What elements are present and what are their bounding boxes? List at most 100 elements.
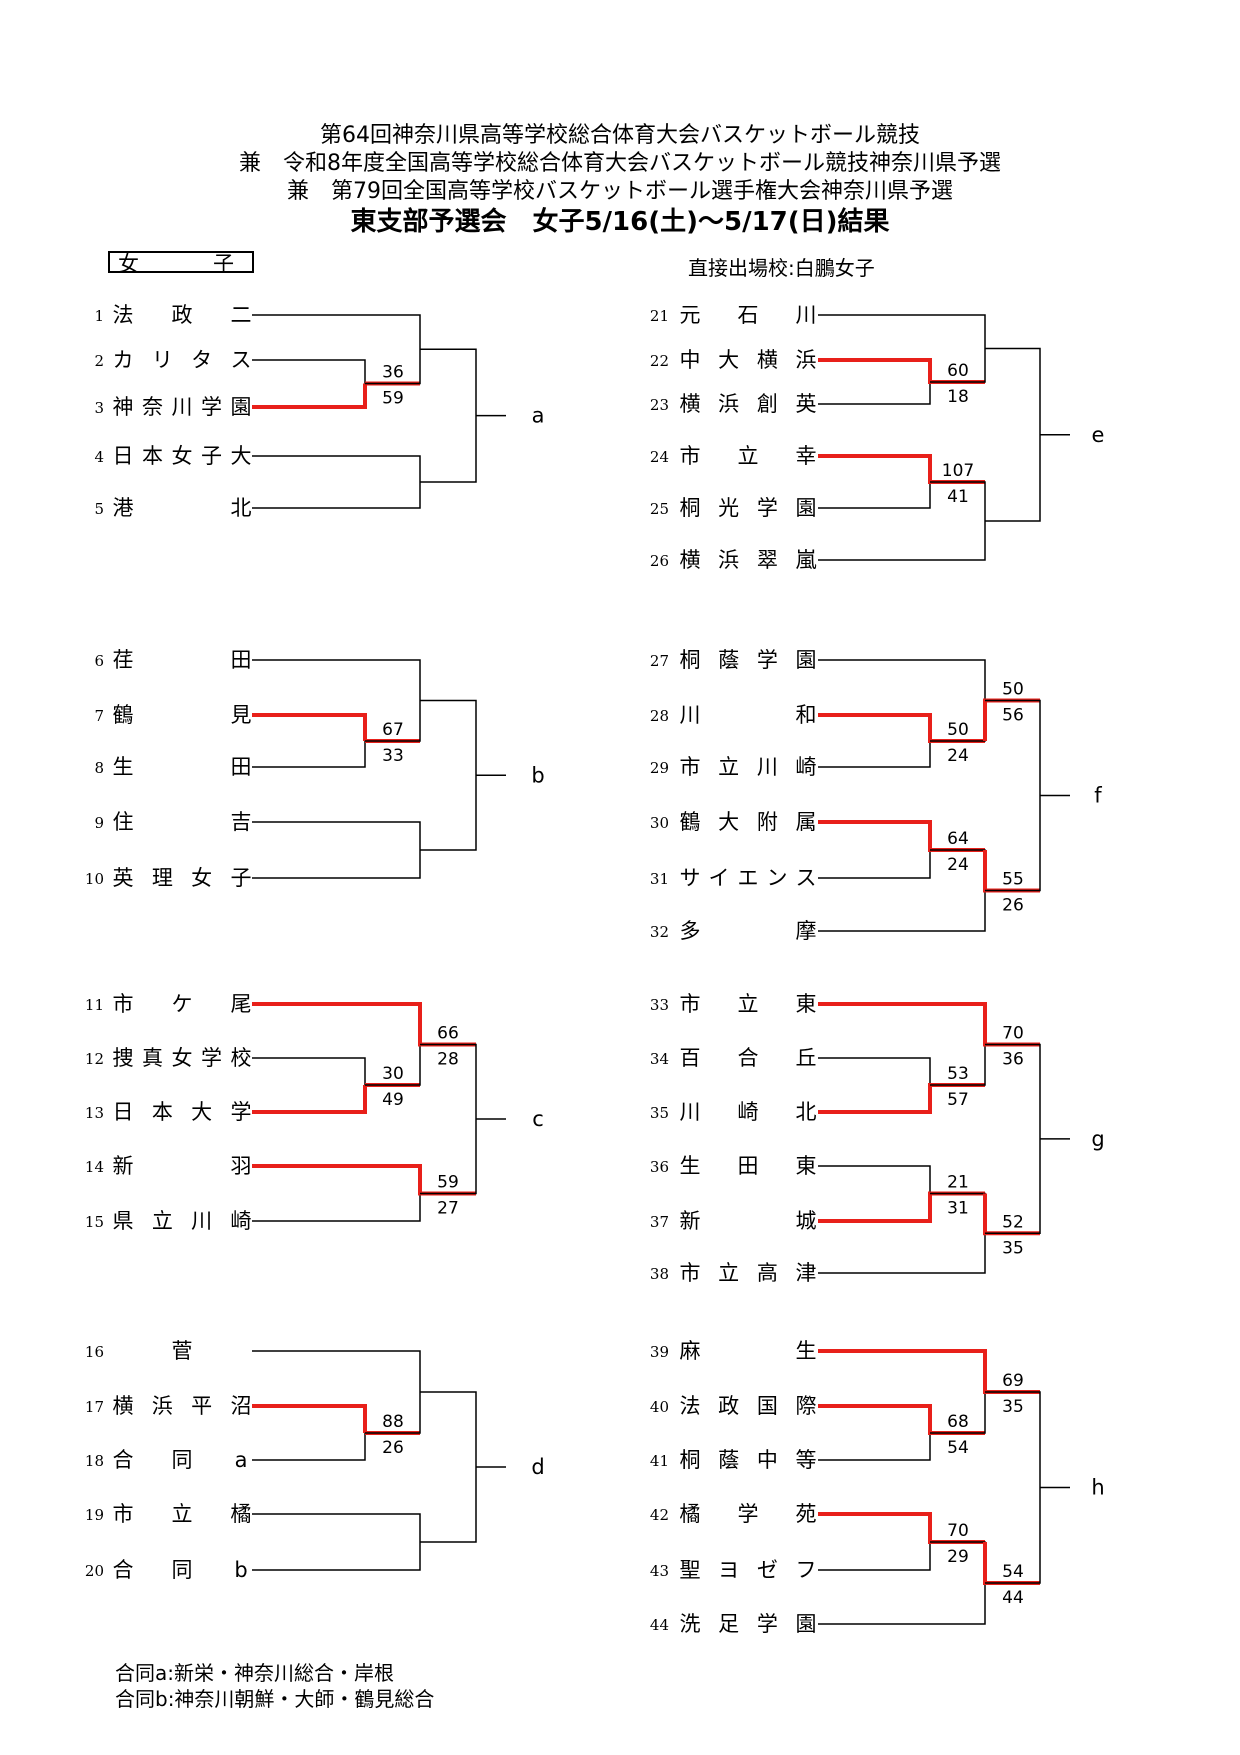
bracket-line-first-round (818, 714, 931, 768)
score-upper: 21 (947, 1173, 969, 1193)
team-seed-number: 5 (94, 500, 104, 518)
bracket-line-final (985, 1043, 1041, 1234)
team-seed-number: 7 (94, 707, 104, 725)
team-seed-number: 25 (650, 500, 669, 518)
team-seed-number: 17 (85, 1398, 104, 1416)
note-joint-a: 合同a:新栄・神奈川総合・岸根 (115, 1661, 394, 1685)
title-block: 第64回神奈川県高等学校総合体育大会バスケットボール競技 兼 令和8年度全国高等… (0, 122, 1240, 238)
group-label: e (1092, 423, 1105, 447)
group-label: b (531, 763, 544, 787)
team-name: 日本女子大 (113, 444, 252, 468)
team-seed-number: 24 (650, 448, 669, 466)
score-upper: 54 (1002, 1562, 1024, 1582)
team-seed-number: 15 (85, 1213, 104, 1231)
team-seed-number: 27 (650, 652, 669, 670)
team-seed-number: 10 (85, 870, 104, 888)
score-upper: 30 (382, 1064, 404, 1084)
bracket-line-first-round (818, 1057, 931, 1113)
team-name: 桐蔭中等 (680, 1448, 817, 1472)
team-seed-number: 13 (85, 1104, 104, 1122)
team-name: 市立川崎 (680, 755, 817, 779)
team-seed-number: 26 (650, 552, 669, 570)
team-name: 市立高津 (680, 1261, 817, 1285)
team-name: 英理女子 (113, 866, 252, 890)
score-lower: 27 (437, 1199, 459, 1219)
bracket-line-first-round (818, 359, 931, 405)
score-upper: 107 (942, 461, 974, 481)
bracket-line-final (420, 699, 477, 851)
team-name: 住吉 (113, 810, 252, 834)
bracket-line-first-round (252, 1405, 366, 1461)
bracket-line-first-round (252, 1057, 366, 1113)
gender-label-char-2: 子 (213, 252, 234, 276)
score-lower: 36 (1002, 1050, 1024, 1070)
bracket-line-first-round (818, 1513, 931, 1571)
score-lower: 29 (947, 1547, 969, 1567)
team-name: 横浜翠嵐 (680, 548, 817, 572)
group-label: f (1094, 784, 1102, 808)
score-upper: 88 (382, 1412, 404, 1432)
winner-path-line (252, 713, 367, 741)
team-seed-number: 23 (650, 396, 669, 414)
team-seed-number: 1 (94, 307, 104, 325)
team-name: 菅 (172, 1339, 193, 1363)
direct-entry-school: 直接出場校:白鵬女子 (688, 256, 875, 280)
team-seed-number: 11 (85, 996, 104, 1014)
team-seed-number: 20 (85, 1562, 104, 1580)
team-seed-number: 29 (650, 759, 669, 777)
score-upper: 55 (1002, 870, 1024, 890)
team-name: 法政二 (113, 303, 252, 327)
score-lower: 33 (382, 746, 404, 766)
score-lower: 31 (947, 1199, 969, 1219)
team-name: 桐光学園 (680, 496, 817, 520)
score-upper: 50 (947, 720, 969, 740)
team-name: 市立橘 (113, 1502, 252, 1526)
team-name: 横浜平沼 (113, 1394, 252, 1418)
group-label: a (532, 404, 545, 428)
team-name: 洗足学園 (680, 1612, 817, 1636)
score-lower: 24 (947, 855, 969, 875)
team-seed-number: 42 (650, 1506, 669, 1524)
team-name: 鶴大附属 (680, 810, 817, 834)
team-name: 港北 (113, 496, 252, 520)
winner-path-line (252, 383, 367, 409)
score-lower: 24 (947, 746, 969, 766)
score-lower: 35 (1002, 1238, 1024, 1258)
score-lower: 26 (382, 1438, 404, 1458)
team-seed-number: 36 (650, 1158, 669, 1176)
winner-path-line (252, 1404, 367, 1433)
team-seed-number: 22 (650, 352, 669, 370)
team-seed-number: 4 (94, 448, 104, 466)
bracket-line-first-round (818, 455, 931, 509)
score-upper: 68 (947, 1412, 969, 1432)
bracket-line-final (420, 1391, 477, 1543)
team-seed-number: 9 (94, 814, 104, 832)
team-name: 横浜創英 (680, 392, 817, 416)
team-name: カリタス (113, 348, 252, 372)
team-seed-number: 35 (650, 1104, 669, 1122)
team-name: サイエンス (680, 866, 817, 890)
team-name: 市ケ尾 (113, 992, 252, 1016)
bracket-line-semifinal (252, 1165, 421, 1222)
team-seed-number: 43 (650, 1562, 669, 1580)
score-upper: 36 (382, 363, 404, 383)
team-name: 百合丘 (680, 1046, 817, 1070)
main-title: 東支部予選会 女子5/16(土)～5/17(日)結果 (350, 207, 890, 237)
team-seed-number: 8 (94, 759, 104, 777)
team-seed-number: 44 (650, 1616, 669, 1634)
score-upper: 53 (947, 1064, 969, 1084)
team-name: 市立幸 (680, 444, 817, 468)
score-upper: 59 (437, 1173, 459, 1193)
gender-label-char-1: 女 (118, 252, 139, 276)
team-name: 新城 (680, 1209, 817, 1233)
score-lower: 56 (1002, 706, 1024, 726)
score-lower: 26 (1002, 896, 1024, 916)
team-seed-number: 40 (650, 1398, 669, 1416)
team-seed-number: 14 (85, 1158, 104, 1176)
team-seed-number: 41 (650, 1452, 669, 1470)
group-label: h (1091, 1476, 1104, 1500)
note-joint-b: 合同b:神奈川朝鮮・大師・鶴見総合 (115, 1687, 435, 1711)
